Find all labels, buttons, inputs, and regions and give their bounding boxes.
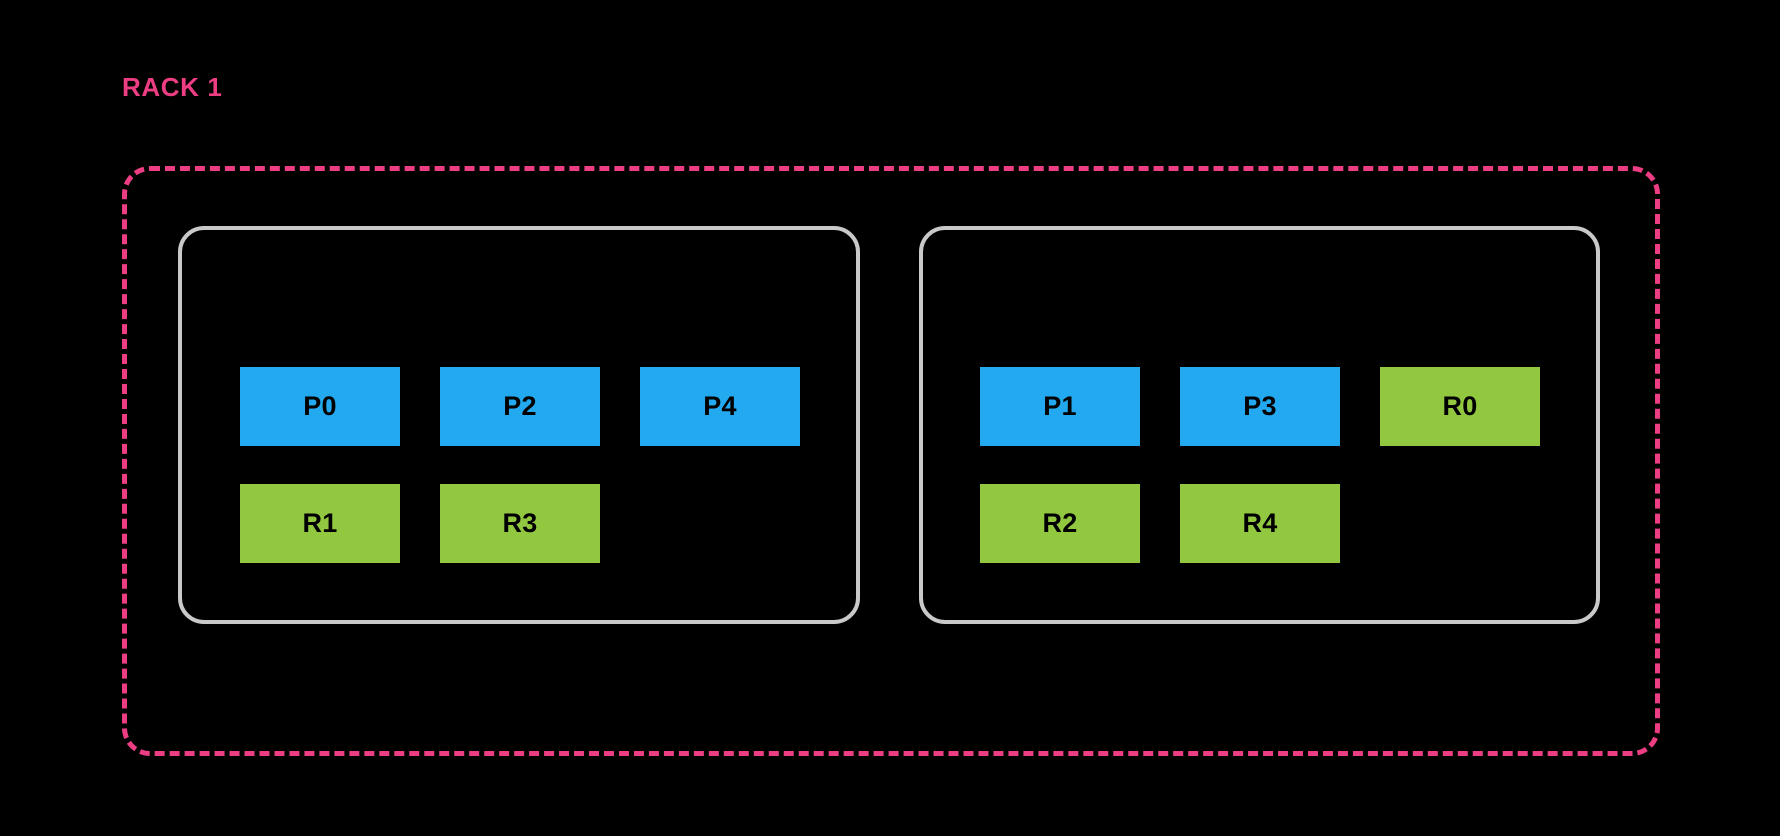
shard-box-p0[interactable]: P0 — [240, 367, 400, 446]
rack-label: RACK 1 — [122, 72, 223, 102]
node-container-1 — [919, 226, 1600, 624]
shard-box-r4[interactable]: R4 — [1180, 484, 1340, 563]
shard-box-r1[interactable]: R1 — [240, 484, 400, 563]
shard-box-p1[interactable]: P1 — [980, 367, 1140, 446]
shard-box-p3[interactable]: P3 — [1180, 367, 1340, 446]
shard-box-r3[interactable]: R3 — [440, 484, 600, 563]
shard-box-p4[interactable]: P4 — [640, 367, 800, 446]
shard-box-p2[interactable]: P2 — [440, 367, 600, 446]
shard-box-r0[interactable]: R0 — [1380, 367, 1540, 446]
shard-box-r2[interactable]: R2 — [980, 484, 1140, 563]
node-container-0 — [178, 226, 860, 624]
rack-boundary — [122, 166, 1660, 756]
